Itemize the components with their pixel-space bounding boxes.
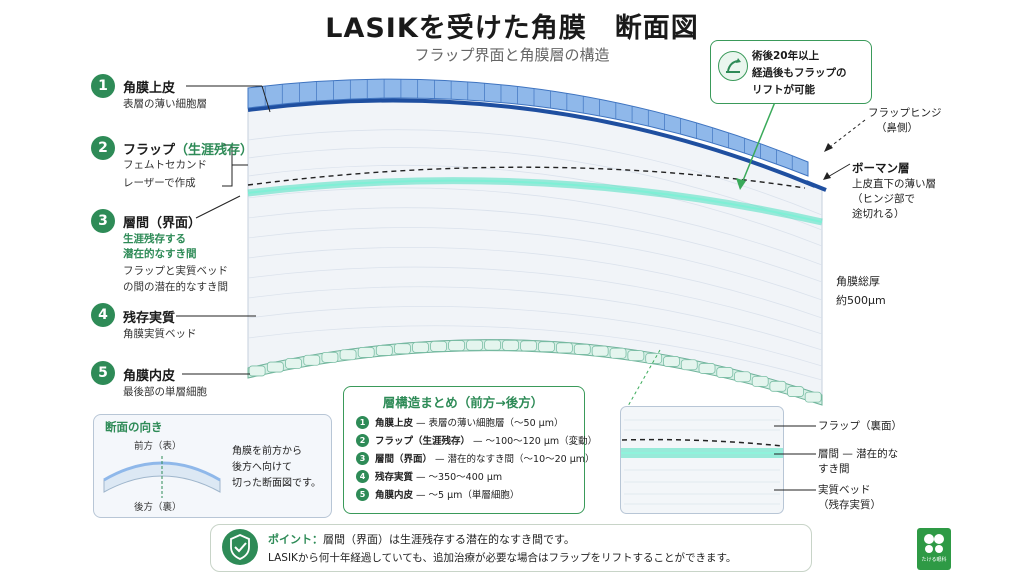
endothelium-cell: [375, 345, 393, 356]
endothelium-cell: [339, 349, 357, 361]
orientation-mini-cornea: [103, 456, 221, 498]
endothelium-cell: [321, 351, 339, 363]
endothelium-cell: [804, 391, 822, 403]
layer-green-desc-interface-2: 潜在的なすき間: [123, 248, 197, 260]
endothelium-cell: [769, 380, 787, 392]
endothelium-cell: [787, 386, 804, 397]
page-subtitle: フラップ界面と角膜層の構造: [414, 46, 610, 64]
orientation-title: 断面の向き: [105, 420, 163, 434]
page-title: LASIKを受けた角膜 断面図: [325, 13, 699, 44]
stroma-fibers: [248, 129, 822, 381]
endothelium-cell: [502, 339, 519, 351]
logo-mark-icon: [924, 534, 944, 553]
thickness-label: 角膜総厚約500μm: [836, 275, 886, 307]
layer-desc-flap-2: レーザーで作成: [123, 177, 196, 189]
point-box: [210, 524, 812, 572]
summary-title: 層構造まとめ（前方→後方）: [382, 395, 544, 410]
endothelium-cell: [412, 342, 429, 353]
layer-number-5: 5: [91, 361, 115, 385]
orientation-front-label: 前方（表）: [134, 441, 182, 452]
layer-name-endothelium: 角膜内皮: [123, 369, 176, 384]
endothelium-cell: [627, 350, 645, 362]
endothelium-cell: [573, 343, 591, 355]
endothelium-cell: [609, 347, 627, 359]
layer-number-1: 1: [91, 74, 115, 98]
zoom-interface-label: 層間 — 潜在的なすき間: [818, 448, 899, 475]
layer-desc-stroma: 角膜実質ベッド: [123, 328, 197, 340]
epithelium-cells: [264, 79, 793, 170]
layer-number-4: 4: [91, 303, 115, 327]
logo-text: たける眼科: [921, 557, 947, 563]
zoom-bed-label: 実質ベッド（残存実質）: [818, 484, 881, 511]
clinic-logo: [917, 528, 951, 570]
bowman-title: ボーマン層: [852, 161, 910, 175]
point-line-2: LASIKから何十年経過していても、追加治療が必要な場合はフラップをリフトするこ…: [268, 552, 737, 564]
endothelium-cell: [430, 340, 447, 352]
endothelium-cell: [448, 340, 465, 352]
layer-desc-epithelium: 表層の薄い細胞層: [123, 98, 207, 110]
layer-desc-interface-1: フラップと実質ベッド: [123, 265, 228, 277]
flap-lift-icon: [718, 51, 748, 81]
endothelium-cell: [663, 356, 680, 367]
endothelium-cell: [303, 354, 321, 366]
endothelium-cell: [466, 339, 483, 351]
layer-green-desc-interface-1: 生涯残存する: [123, 233, 186, 245]
endothelium-cell: [538, 341, 555, 353]
layer-desc-flap-1: フェムトセカンド: [123, 159, 207, 171]
layer-desc-endothelium: 最後部の単層細胞: [123, 386, 207, 398]
endothelium-cell: [555, 342, 573, 354]
zoom-leaders: [774, 425, 816, 491]
layer-name-flap: フラップ（生涯残存）: [123, 143, 254, 158]
orientation-desc: 角膜を前方から後方へ向けて切った断面図です。: [232, 446, 321, 489]
endothelium-cells: [248, 339, 822, 403]
callout-text: 術後20年以上経過後もフラップのリフトが可能: [752, 50, 847, 96]
endothelium-cell: [680, 359, 698, 371]
endothelium-cell: [285, 358, 302, 369]
summary-box: [343, 386, 585, 514]
layer-name-stroma: 残存実質: [123, 311, 176, 326]
layer-name-interface: 層間（界面）: [123, 216, 202, 231]
hinge-label: フラップヒンジ（鼻側）: [868, 107, 942, 134]
endothelium-cell: [645, 352, 663, 364]
endothelium-cell: [716, 367, 734, 378]
bowman-end: [805, 180, 827, 192]
endothelium-cell: [266, 361, 284, 373]
endothelium-cell: [484, 339, 501, 351]
flap-cut-dashed: [247, 166, 806, 189]
epithelium-layer: [247, 78, 809, 177]
interface-line: [247, 179, 823, 223]
shield-check-icon: [222, 529, 258, 565]
zoom-view: [620, 406, 784, 514]
endothelium-cell: [248, 365, 266, 377]
layer-desc-interface-2: の間の潜在的なすき間: [123, 281, 228, 293]
layer-number-3: 3: [91, 209, 115, 233]
bowman-desc: 上皮直下の薄い層（ヒンジ部で途切れる）: [852, 178, 936, 220]
layer-number-2: 2: [91, 136, 115, 160]
endothelium-cell: [698, 363, 716, 374]
endothelium-cell: [357, 347, 375, 358]
bowman-layer: [247, 98, 816, 188]
point-line-1: ポイント：層間（界面）は生涯残存する潜在的なすき間です。: [268, 533, 575, 546]
endothelium-cell: [394, 343, 411, 355]
zoom-flap-label: フラップ（裏面）: [818, 420, 902, 432]
orientation-back-label: 後方（裏）: [134, 502, 182, 513]
layer-name-epithelium: 角膜上皮: [123, 81, 176, 96]
endothelium-cell: [520, 340, 537, 352]
endothelium-cell: [751, 375, 769, 387]
endothelium-cell: [734, 371, 751, 383]
endothelium-cell: [591, 345, 609, 357]
